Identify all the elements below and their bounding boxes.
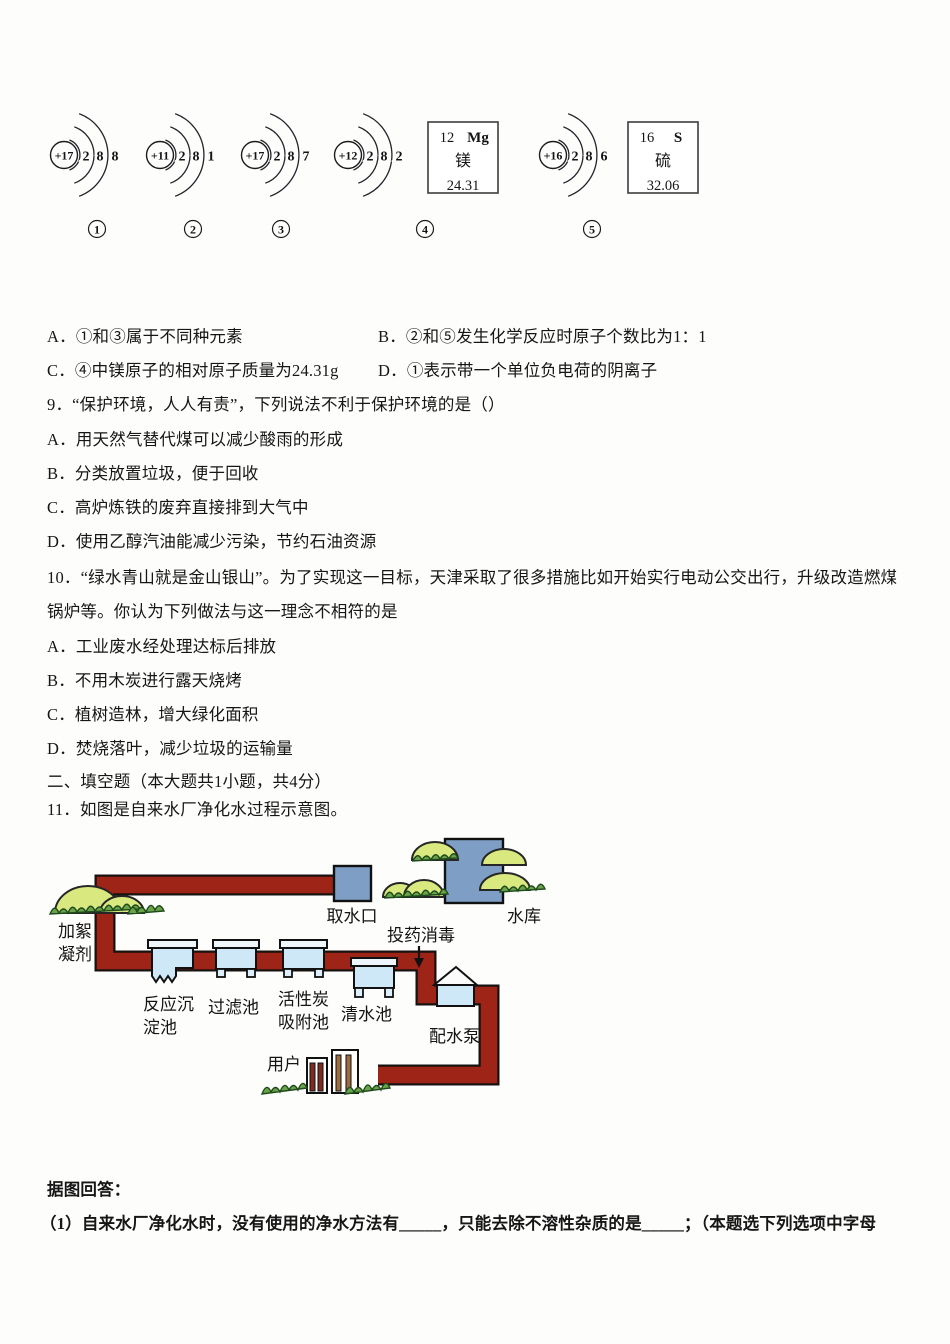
tank3-label-line1: 活性炭 [278,990,329,1009]
figure-label-5: 5 [582,219,602,239]
atom-diagram-3: +17 2 8 7 [240,113,312,197]
tank-filter [212,939,260,978]
nucleus-charge: +16 [544,149,563,163]
q9-option-c: C．高炉炼铁的废弃直接排到大气中 [47,498,309,517]
svg-text:4: 4 [422,223,428,237]
q9-option-b: B．分类放置垃圾，便于回收 [47,464,259,483]
svg-text:3: 3 [278,223,284,237]
svg-text:6: 6 [601,150,608,165]
svg-text:2: 2 [396,150,403,165]
figure-label-3: 3 [271,219,291,239]
tank-activated-carbon [279,939,328,978]
question-10-line2: 锅炉等。你认为下列做法与这一理念不相符的是 [47,602,398,621]
svg-text:1: 1 [94,223,100,237]
atomic-structures-figure: +17 2 8 8 +11 2 8 1 +17 2 8 [49,113,699,239]
q10-option-c: C．植树造林，增大绿化面积 [47,705,259,724]
tank-clear-water [350,957,398,998]
intake-box [332,864,373,903]
nucleus-charge: +12 [339,149,358,163]
svg-text:S: S [674,130,682,146]
svg-text:2: 2 [367,150,374,165]
pump-label: 配水泵 [429,1027,480,1046]
q10-option-b: B．不用木炭进行露天烧烤 [47,671,242,690]
figure-label-2: 2 [183,219,203,239]
tank1-label-line1: 反应沉 [143,995,194,1014]
svg-text:5: 5 [589,223,595,237]
svg-text:硫: 硫 [655,152,671,170]
svg-text:8: 8 [193,150,200,165]
svg-text:12: 12 [440,130,455,146]
dosing-label: 投药消毒 [387,926,455,945]
electron-shell-arc [74,126,95,184]
nucleus-circle [333,140,363,170]
figure-label-1: 1 [87,219,107,239]
svg-text:16: 16 [640,130,655,146]
electron-shell-arc [69,139,81,171]
tank2-label: 过滤池 [208,998,259,1017]
electron-shell-arc [78,113,109,197]
atom-diagram-5: +16 2 8 6 [538,113,610,197]
svg-text:8: 8 [381,150,388,165]
question-11: 11．如图是自来水厂净化水过程示意图。 [47,800,348,819]
flocculant-label-line1: 加絮 [58,922,92,941]
q11-part1: （1）自来水厂净化水时，没有使用的净水方法有_____，只能去除不溶性杂质的是_… [40,1214,877,1233]
tank4-label: 清水池 [341,1005,392,1024]
atom-diagram-2: +11 2 8 1 [145,113,217,197]
svg-text:7: 7 [303,150,310,165]
question-10-line1: 10．“绿水青山就是金山银山”。为了实现这一目标，天津采取了很多措施比如开始实行… [47,568,898,587]
q10-option-d: D．焚烧落叶，减少垃圾的运输量 [47,739,293,758]
svg-text:32.06: 32.06 [647,178,680,194]
nucleus-circle [145,140,175,170]
nucleus-charge: +17 [55,149,74,163]
svg-text:8: 8 [112,150,119,165]
svg-text:24.31: 24.31 [447,178,480,194]
svg-text:1: 1 [208,150,215,165]
element-box-mg: 12 Mg 镁 24.31 [427,121,499,194]
dosing-arrow [414,946,424,968]
users-label: 用户 [267,1055,301,1074]
hills-left [48,885,166,915]
tank3-label-line2: 吸附池 [278,1013,329,1032]
svg-text:镁: 镁 [455,152,471,170]
nucleus-circle [538,140,568,170]
atom-diagram-4: +12 2 8 2 [333,113,405,197]
flocculant-label-line2: 凝剂 [58,945,92,964]
svg-text:2: 2 [190,223,196,237]
nucleus-charge: +17 [246,149,265,163]
water-plant-diagram: 取水口 水库 投药消毒 加絮 凝剂 反应沉 淀池 过滤池 活性炭 吸附池 清水池… [48,837,547,1095]
tank-reaction-sedimentation [147,939,198,984]
intake-label: 取水口 [327,907,378,926]
q8-option-c: C．④中镁原子的相对原子质量为24.31g [47,361,339,380]
answer-prompt: 据图回答： [47,1180,131,1199]
svg-text:2: 2 [179,150,186,165]
svg-text:Mg: Mg [467,130,489,146]
svg-text:8: 8 [97,150,104,165]
nucleus-circle [49,140,79,170]
q10-option-a: A．工业废水经处理达标后排放 [47,637,277,656]
atom-diagram-1: +17 2 8 8 [49,113,121,197]
nucleus-circle [240,140,270,170]
question-9: 9．“保护环境，人人有责”，下列说法不利于保护环境的是（） [47,395,505,414]
svg-text:8: 8 [288,150,295,165]
nucleus-charge: +11 [151,149,169,163]
user-buildings [260,1049,392,1095]
svg-text:2: 2 [83,150,90,165]
svg-text:8: 8 [586,150,593,165]
q9-option-a: A．用天然气替代煤可以减少酸雨的形成 [47,430,344,449]
q8-option-b: B．②和⑤发生化学反应时原子个数比为1：1 [378,327,707,346]
pump-house [431,965,480,1007]
element-box-s: 16 S 硫 32.06 [627,121,699,194]
figure-label-4: 4 [415,219,435,239]
q8-option-a: A．①和③属于不同种元素 [47,327,243,346]
hills-reservoir [381,841,547,899]
q9-option-d: D．使用乙醇汽油能减少污染，节约石油资源 [47,532,377,551]
reservoir-label: 水库 [507,907,541,926]
svg-text:2: 2 [572,150,579,165]
q8-option-d: D．①表示带一个单位负电荷的阴离子 [378,361,658,380]
tank1-label-line2: 淀池 [143,1018,177,1037]
section-2-header: 二、填空题（本大题共1小题，共4分） [47,772,332,791]
svg-text:2: 2 [274,150,281,165]
